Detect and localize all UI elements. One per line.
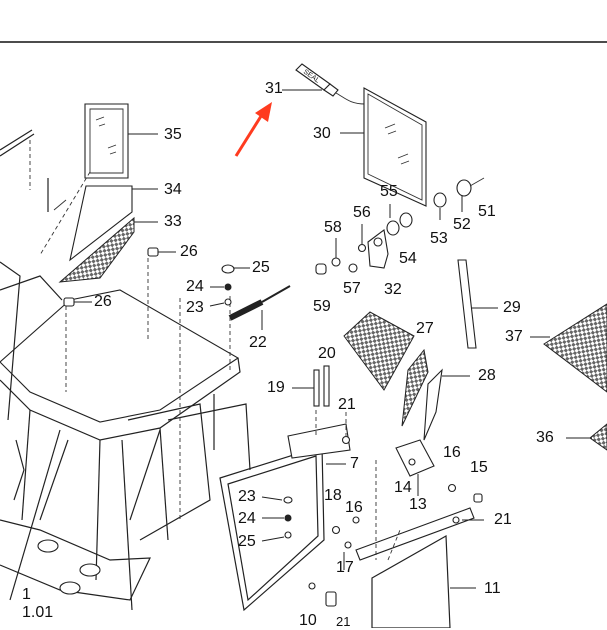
callout-13: 13: [409, 496, 427, 513]
callout-11: 11: [484, 580, 501, 597]
bolts-16-18: [308, 516, 360, 607]
callout-52: 52: [453, 216, 471, 233]
callout-36: 36: [536, 429, 554, 446]
bracket-54: [367, 177, 485, 269]
callout-30: 30: [313, 125, 331, 142]
callout-32: 32: [384, 281, 402, 298]
callout-21-lower: 21: [494, 511, 512, 528]
callout-34: 34: [164, 181, 182, 198]
callout-18: 18: [324, 487, 342, 504]
callout-16-mid: 16: [345, 499, 363, 516]
callout-22: 22: [249, 334, 267, 351]
bolt-set-56-59: [315, 224, 367, 275]
sealant-tube: [282, 63, 366, 105]
callout-26-top: 26: [180, 243, 198, 260]
posts-19-20: [292, 365, 330, 407]
callout-27: 27: [416, 320, 434, 337]
callout-24-upper: 24: [186, 278, 204, 295]
callout-35: 35: [164, 126, 182, 143]
callout-16-right: 16: [443, 444, 461, 461]
callout-1: 1: [22, 586, 31, 603]
callout-10: 10: [299, 612, 317, 629]
callout-25-upper: 25: [252, 259, 270, 276]
callout-19: 19: [267, 379, 285, 396]
mat-33: [58, 216, 158, 283]
callout-37: 37: [505, 328, 523, 345]
glass-28: [423, 368, 470, 441]
bracket-29: [457, 259, 498, 349]
door-11: [355, 507, 484, 628]
callout-25-lower: 25: [238, 533, 256, 550]
glass-34: [69, 185, 158, 262]
mat-37: [530, 303, 607, 393]
callout-57: 57: [343, 280, 361, 297]
callout-7: 7: [350, 455, 359, 472]
glass-panel-30: [340, 87, 427, 207]
callout-14: 14: [394, 479, 412, 496]
callout-17: 17: [336, 559, 354, 576]
callout-53: 53: [430, 230, 448, 247]
door-frame-7: [219, 423, 351, 612]
callout-20: 20: [318, 345, 336, 362]
mat-27: [401, 348, 429, 427]
mat-36: [566, 423, 607, 451]
red-arrow-icon: [234, 102, 272, 157]
hardware-upper: [209, 264, 250, 307]
callout-29: 29: [503, 299, 521, 316]
construction-lines: [315, 410, 401, 561]
mat-32: [343, 311, 415, 391]
stud-26: [63, 247, 176, 307]
callout-1-01: 1.01: [22, 604, 54, 621]
callout-59: 59: [313, 298, 331, 315]
callout-54: 54: [399, 250, 417, 267]
callout-31: 31: [265, 80, 283, 97]
callout-21-bottom: 21: [336, 614, 351, 629]
callout-15: 15: [470, 459, 488, 476]
callout-23-lower: 23: [238, 488, 256, 505]
glass-35: [84, 103, 158, 179]
callout-21-mid: 21: [338, 396, 356, 413]
callout-56: 56: [353, 204, 371, 221]
callout-58: 58: [324, 219, 342, 236]
gas-strut-22: [228, 285, 291, 330]
callout-51: 51: [478, 203, 496, 220]
callout-33: 33: [164, 213, 182, 230]
callout-24-lower: 24: [238, 510, 256, 527]
callout-55: 55: [380, 183, 398, 200]
callout-28: 28: [478, 367, 496, 384]
callout-23-upper: 23: [186, 299, 204, 316]
left-rods: [0, 129, 67, 212]
callout-26-left: 26: [94, 293, 112, 310]
cab-frame: [0, 171, 251, 611]
hinge-14: [395, 439, 483, 503]
